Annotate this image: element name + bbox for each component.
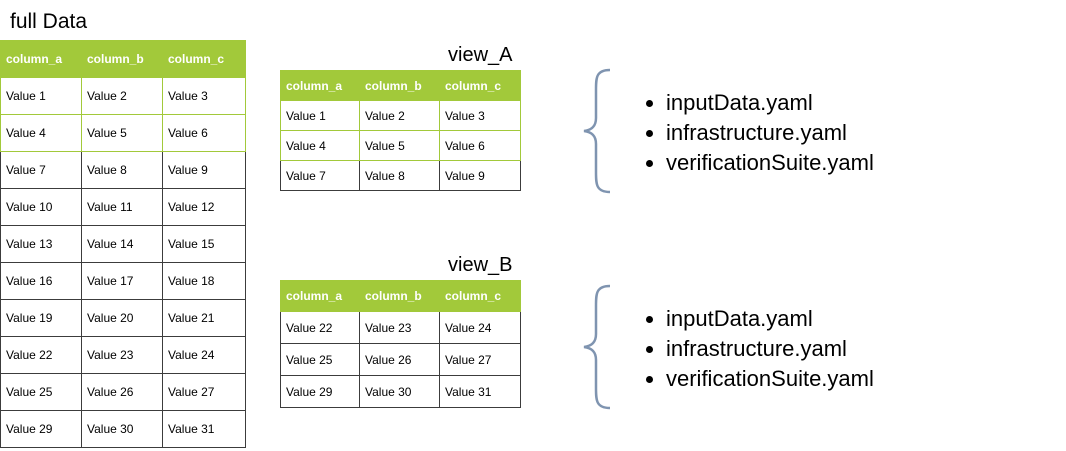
table-cell: Value 22	[280, 311, 360, 344]
brace-icon	[583, 68, 611, 194]
table-cell: Value 10	[0, 188, 82, 226]
column-header: column_a	[280, 280, 360, 312]
table-cell: Value 1	[0, 77, 82, 115]
table-cell: Value 6	[162, 114, 246, 152]
table-cell: Value 6	[439, 130, 521, 161]
table-cell: Value 29	[280, 375, 360, 408]
column-header: column_b	[81, 40, 163, 78]
table-cell: Value 12	[162, 188, 246, 226]
table-cell: Value 24	[162, 336, 246, 374]
table-cell: Value 26	[359, 343, 440, 376]
file-list-item: inputData.yaml	[666, 88, 874, 118]
column-header: column_c	[439, 280, 521, 312]
column-header: column_a	[280, 70, 360, 101]
table-cell: Value 7	[0, 151, 82, 189]
file-list-item: infrastructure.yaml	[666, 334, 874, 364]
table-cell: Value 11	[81, 188, 163, 226]
brace-icon	[583, 284, 611, 410]
file-list-item: verificationSuite.yaml	[666, 364, 874, 394]
table-cell: Value 16	[0, 262, 82, 300]
table-cell: Value 4	[0, 114, 82, 152]
table-cell: Value 9	[439, 160, 521, 191]
table-cell: Value 3	[162, 77, 246, 115]
table-cell: Value 27	[162, 373, 246, 411]
file-list-item: infrastructure.yaml	[666, 118, 874, 148]
table-cell: Value 25	[0, 373, 82, 411]
table-cell: Value 26	[81, 373, 163, 411]
view-a-title: view_A	[448, 44, 513, 66]
table-cell: Value 30	[359, 375, 440, 408]
table-cell: Value 18	[162, 262, 246, 300]
table-cell: Value 24	[439, 311, 521, 344]
file-list-item: verificationSuite.yaml	[666, 148, 874, 178]
table-cell: Value 5	[359, 130, 440, 161]
table-cell: Value 8	[359, 160, 440, 191]
view-b-file-list: inputData.yamlinfrastructure.yamlverific…	[640, 304, 874, 394]
table-cell: Value 3	[439, 100, 521, 131]
table-cell: Value 20	[81, 299, 163, 337]
table-cell: Value 2	[359, 100, 440, 131]
table-cell: Value 9	[162, 151, 246, 189]
view-b-title: view_B	[448, 254, 513, 276]
table-cell: Value 4	[280, 130, 360, 161]
table-cell: Value 30	[81, 410, 163, 448]
table-cell: Value 21	[162, 299, 246, 337]
table-cell: Value 14	[81, 225, 163, 263]
table-cell: Value 19	[0, 299, 82, 337]
file-list-item: inputData.yaml	[666, 304, 874, 334]
table-cell: Value 23	[81, 336, 163, 374]
table-cell: Value 23	[359, 311, 440, 344]
column-header: column_a	[0, 40, 82, 78]
table-cell: Value 31	[162, 410, 246, 448]
table-cell: Value 8	[81, 151, 163, 189]
table-cell: Value 5	[81, 114, 163, 152]
column-header: column_c	[162, 40, 246, 78]
table-cell: Value 7	[280, 160, 360, 191]
full-data-title: full Data	[10, 10, 88, 33]
table-cell: Value 29	[0, 410, 82, 448]
column-header: column_c	[439, 70, 521, 101]
table-cell: Value 31	[439, 375, 521, 408]
table-cell: Value 1	[280, 100, 360, 131]
table-cell: Value 2	[81, 77, 163, 115]
table-cell: Value 15	[162, 225, 246, 263]
table-cell: Value 17	[81, 262, 163, 300]
column-header: column_b	[359, 280, 440, 312]
table-cell: Value 22	[0, 336, 82, 374]
column-header: column_b	[359, 70, 440, 101]
table-cell: Value 25	[280, 343, 360, 376]
view-a-file-list: inputData.yamlinfrastructure.yamlverific…	[640, 88, 874, 178]
table-cell: Value 13	[0, 225, 82, 263]
table-cell: Value 27	[439, 343, 521, 376]
